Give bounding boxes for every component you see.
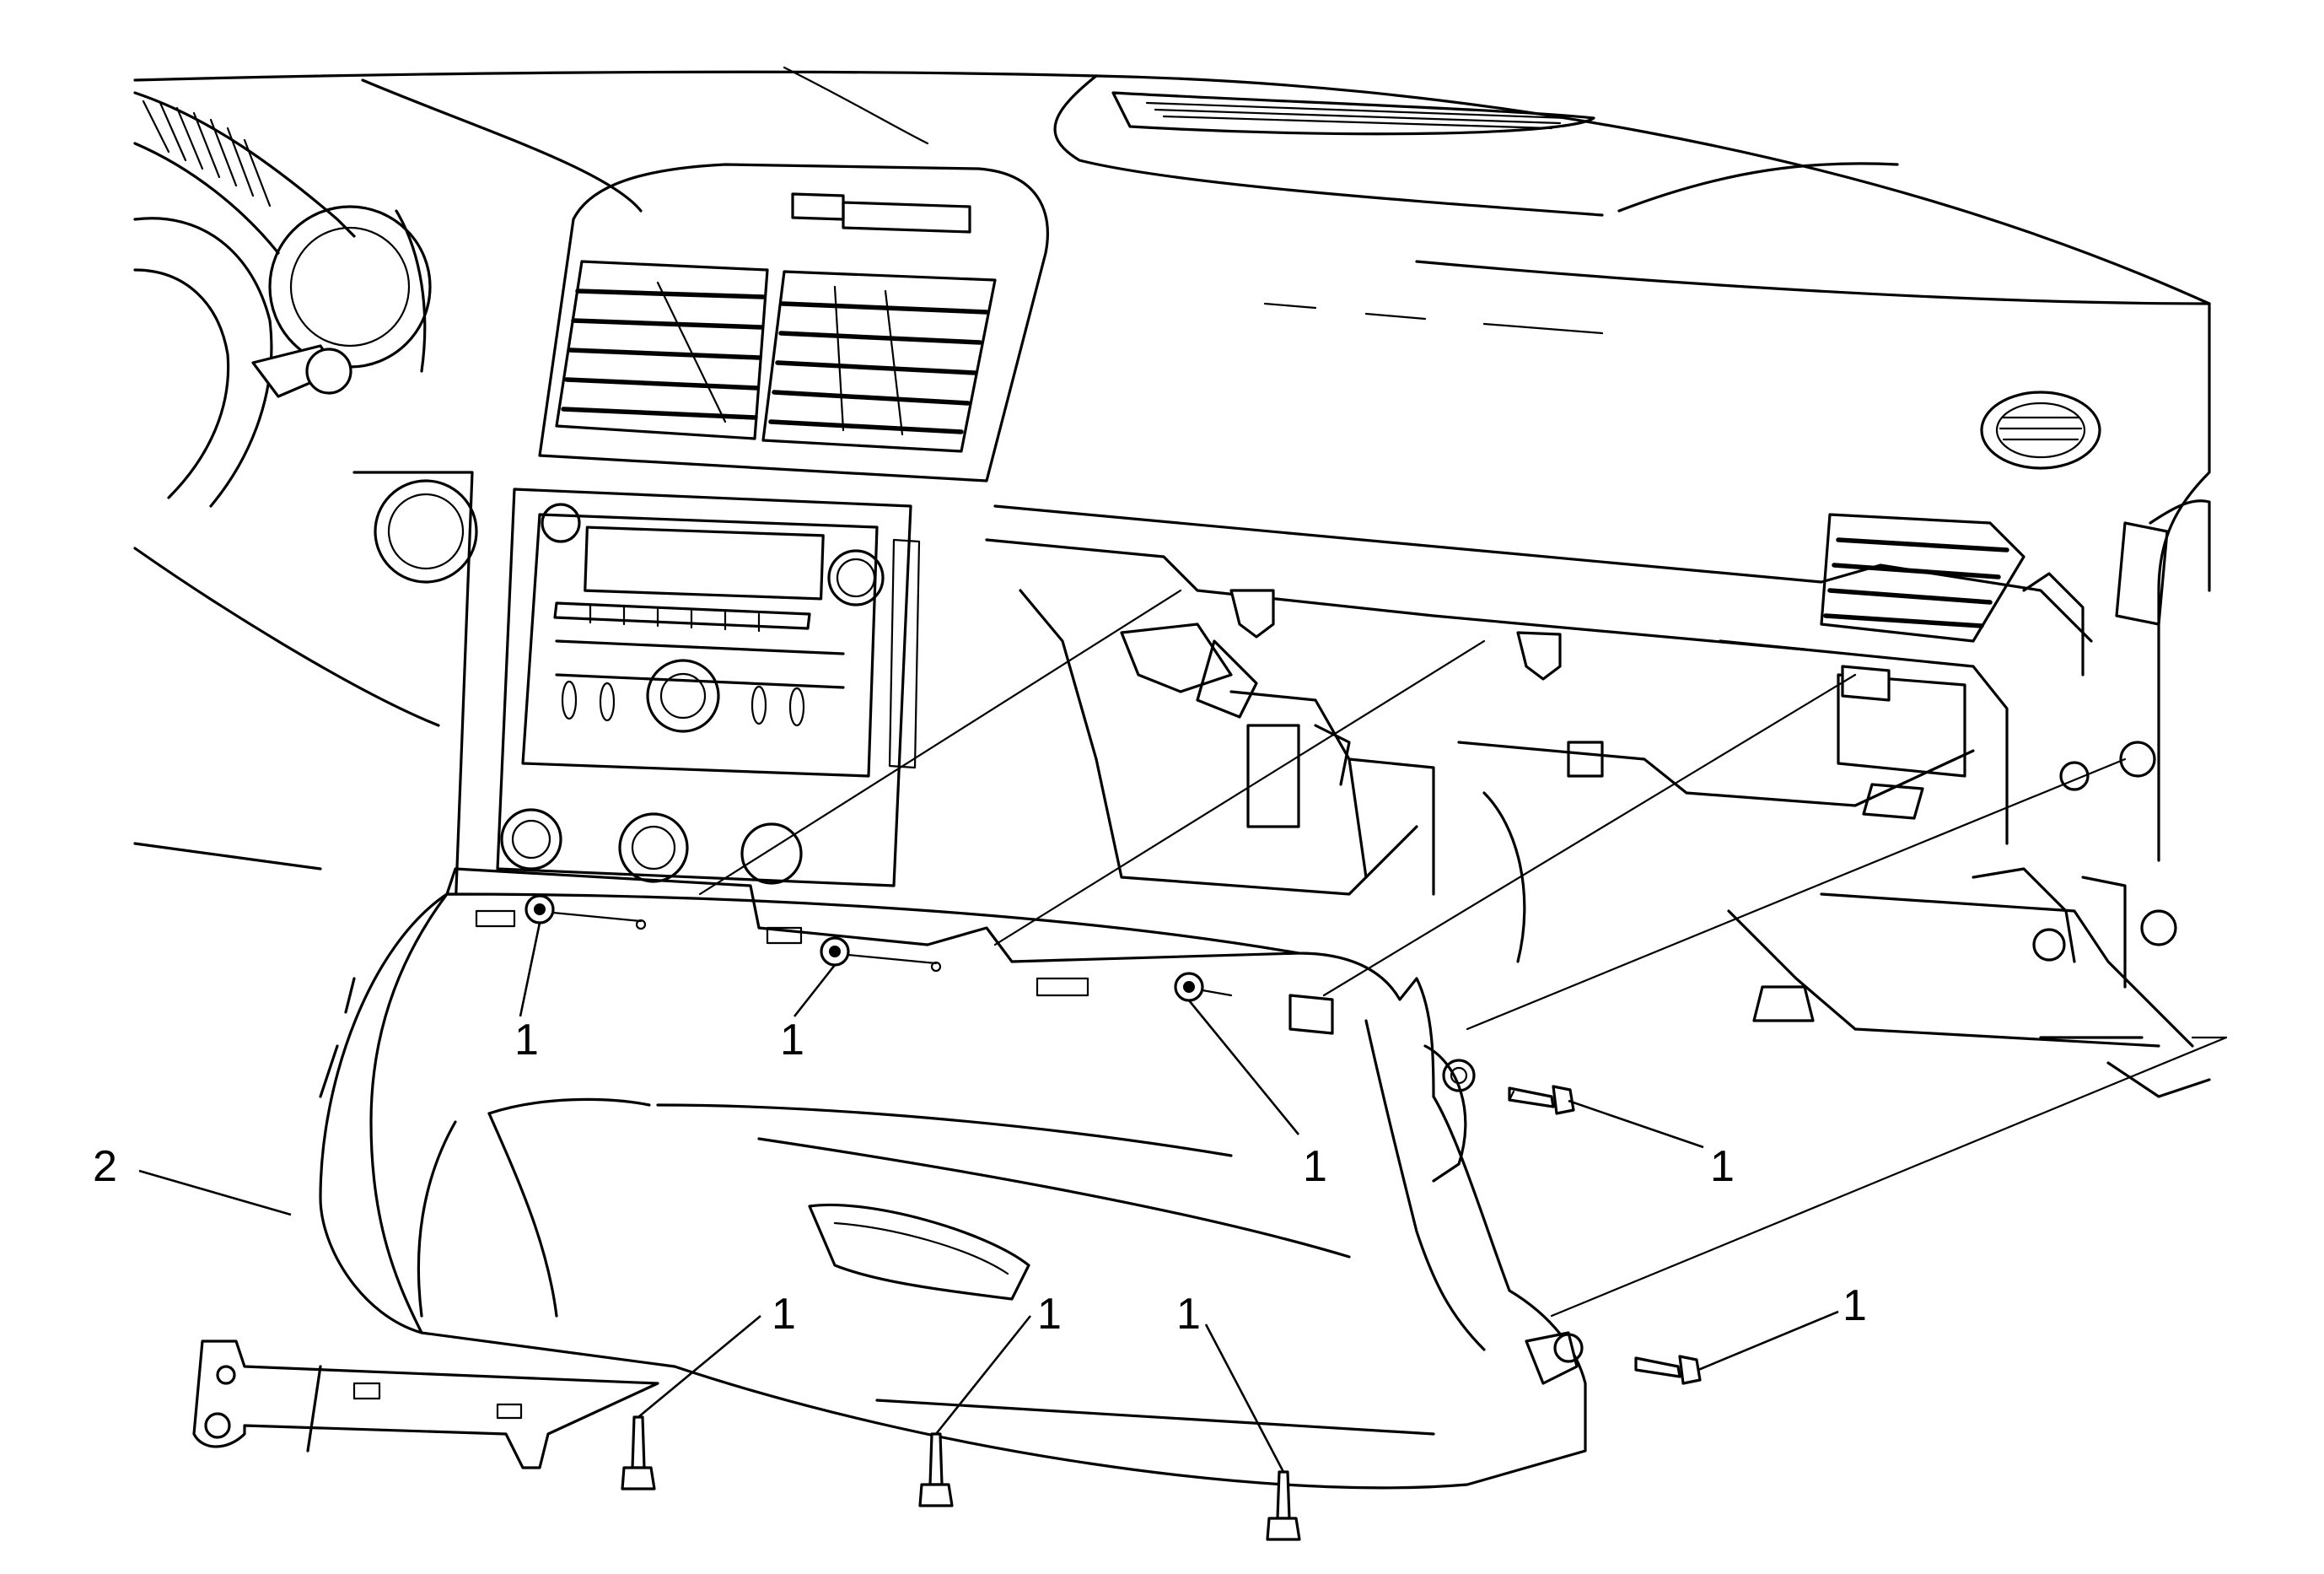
glove-box-handle — [808, 1203, 1030, 1301]
center-stack — [352, 163, 1049, 913]
alignment-lines — [698, 589, 2228, 1318]
retainer-clips — [1229, 589, 1891, 1022]
callout-1-top-left: 1 — [514, 1016, 539, 1065]
steering-wheel-and-cluster — [133, 91, 440, 871]
fastener-top-center — [820, 936, 942, 973]
fastener-bottom-right — [1266, 1470, 1301, 1541]
passenger-side-vent — [1980, 391, 2101, 470]
center-air-vents — [555, 260, 997, 453]
fastener-bottom-left — [621, 1415, 656, 1490]
callout-1-bottom-right: 1 — [1176, 1290, 1201, 1339]
callout-1-side-upper: 1 — [1710, 1142, 1735, 1191]
instrument-panel-carrier — [985, 504, 2211, 1098]
callout-1-top-center: 1 — [780, 1016, 804, 1065]
callout-2-trim-panel: 2 — [93, 1142, 117, 1191]
callout-labels: 1 1 1 1 1 1 1 1 2 — [93, 1016, 1867, 1339]
mounting-bracket — [192, 1340, 659, 1469]
callout-1-top-right: 1 — [1303, 1142, 1327, 1191]
fastener-top-left — [525, 894, 647, 930]
radio-unit — [496, 488, 921, 887]
lower-trim-panel — [192, 867, 1587, 1490]
fastener-side-lower — [1634, 1355, 1702, 1385]
upper-dashboard — [133, 66, 2211, 862]
defroster-vent — [1111, 91, 1595, 136]
callout-leaders — [138, 922, 1839, 1473]
callout-1-bottom-left: 1 — [772, 1290, 796, 1339]
fastener-bottom-center — [918, 1432, 954, 1507]
callout-1-side-lower: 1 — [1843, 1281, 1867, 1330]
callout-1-bottom-center: 1 — [1037, 1290, 1062, 1339]
right-air-vent — [1820, 513, 2025, 643]
fastener-side-upper — [1508, 1085, 1575, 1115]
